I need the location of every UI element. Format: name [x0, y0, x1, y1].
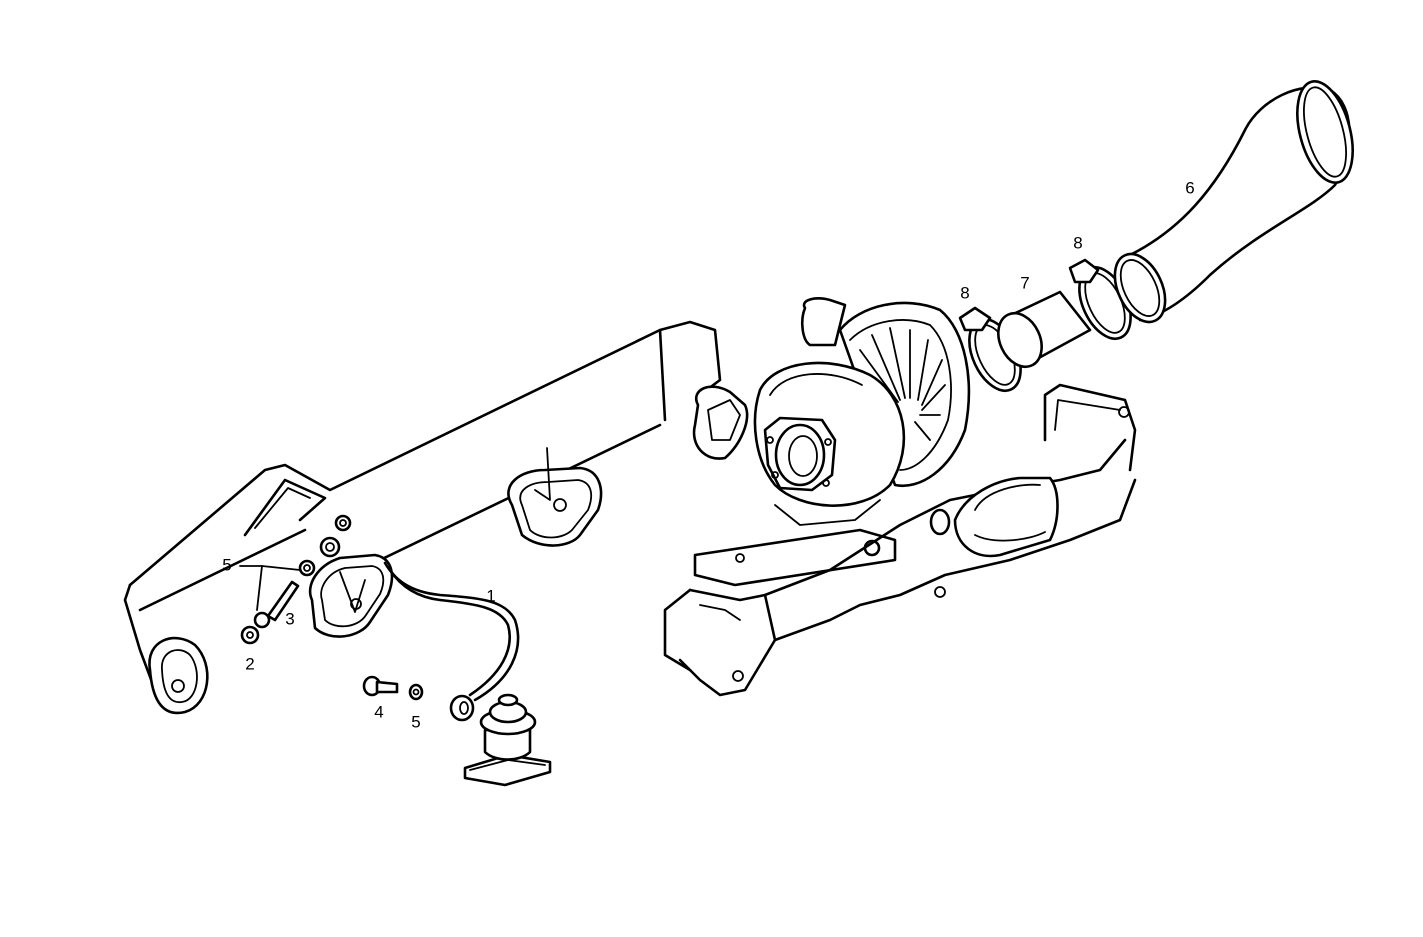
- left-manifold: [123, 320, 749, 715]
- screw-and-washer: [362, 675, 424, 701]
- callout-8-right: 8: [1073, 233, 1083, 253]
- sensor-cable: [383, 561, 520, 722]
- callout-4: 4: [374, 702, 384, 722]
- callout-8-left: 8: [960, 283, 970, 303]
- callout-1: 1: [486, 586, 496, 606]
- callout-7: 7: [1020, 273, 1030, 293]
- callout-6: 6: [1185, 178, 1195, 198]
- callout-2: 2: [245, 654, 255, 674]
- gasket: [507, 447, 603, 547]
- flange-housing: [239, 514, 394, 645]
- callout-5-lower: 5: [411, 712, 421, 732]
- right-manifold: [663, 383, 1137, 697]
- callout-3: 3: [285, 609, 295, 629]
- sensor-mount: [463, 693, 552, 787]
- intake-assembly: [958, 80, 1354, 392]
- turbocharger: [753, 297, 971, 507]
- callout-5-upper: 5: [222, 555, 232, 575]
